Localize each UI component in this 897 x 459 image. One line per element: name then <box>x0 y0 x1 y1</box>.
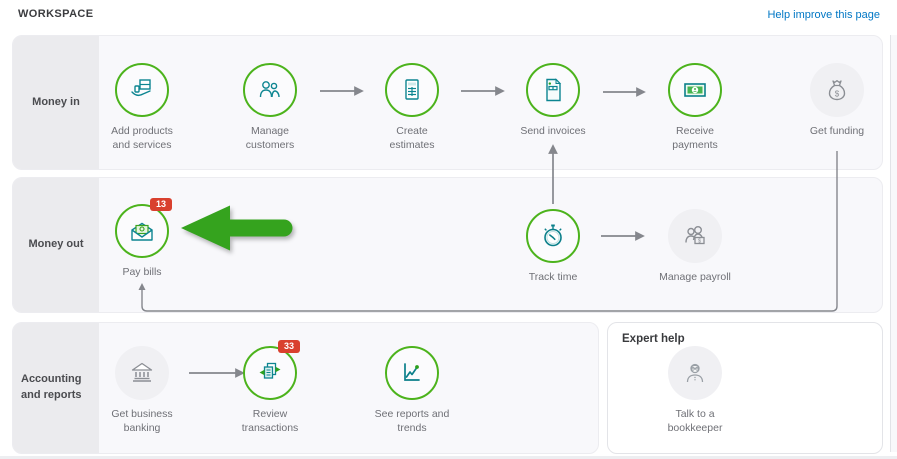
node-label: Receive payments <box>672 125 718 152</box>
two-people-icon <box>259 81 280 98</box>
help-improve-link[interactable]: Help improve this page <box>767 9 880 21</box>
node-label: Create estimates <box>389 125 435 152</box>
node-circle: $ <box>810 63 864 117</box>
bill-envelope-icon <box>131 222 153 241</box>
transactions-docs-icon <box>259 362 281 379</box>
estimate-calculator-icon <box>405 79 419 100</box>
node-label: Manage payroll <box>659 271 731 283</box>
node-circle <box>385 63 439 117</box>
node-label: Get funding <box>809 125 865 137</box>
bookkeeper-person-icon <box>686 363 704 383</box>
svg-text:$: $ <box>698 238 701 244</box>
node-track-time[interactable]: Track time <box>493 209 613 284</box>
node-pay-bills[interactable]: 13 Pay bills <box>82 198 202 279</box>
trend-chart-icon <box>404 363 420 381</box>
row-label-money-out: Money out <box>13 178 99 312</box>
node-manage-payroll[interactable]: $ Manage payroll <box>635 209 755 284</box>
node-circle <box>526 209 580 263</box>
page-bottom-divider <box>0 456 897 459</box>
node-circle <box>115 346 169 400</box>
panel-accounting: Accounting and reports <box>12 322 599 454</box>
node-see-reports-and-trends[interactable]: See reports and trends <box>352 346 472 435</box>
node-circle <box>243 346 297 400</box>
products-box-hand-icon <box>131 79 151 97</box>
node-label: Talk to a bookkeeper <box>667 408 723 435</box>
node-talk-to-a-bookkeeper[interactable]: Talk to a bookkeeper <box>635 346 755 435</box>
expert-help-title: Expert help <box>622 333 685 345</box>
node-manage-customers[interactable]: Manage customers <box>210 63 330 152</box>
node-label: Send invoices <box>520 125 586 137</box>
bank-building-icon <box>131 362 153 382</box>
node-label: Manage customers <box>245 125 295 152</box>
node-label: Pay bills <box>122 266 162 278</box>
node-get-business-banking[interactable]: Get business banking <box>82 346 202 435</box>
node-circle: $ <box>668 209 722 263</box>
row-label-money-in: Money in <box>13 36 99 169</box>
panel-expert-help: Expert help <box>607 322 883 454</box>
node-send-invoices[interactable]: Send invoices <box>493 63 613 138</box>
node-add-products-and-services[interactable]: Add products and services <box>82 63 202 152</box>
node-label: Track time <box>528 271 578 283</box>
payroll-people-icon: $ <box>685 225 705 244</box>
adjacent-panel-edge <box>890 35 897 452</box>
node-label: Review transactions <box>241 408 299 435</box>
node-get-funding[interactable]: $ Get funding <box>777 63 897 138</box>
node-circle <box>526 63 580 117</box>
node-circle <box>385 346 439 400</box>
node-receive-payments[interactable]: Receive payments <box>635 63 755 152</box>
node-label: See reports and trends <box>374 408 450 435</box>
node-create-estimates[interactable]: Create estimates <box>352 63 472 152</box>
svg-text:$: $ <box>835 90 840 99</box>
pay-bills-badge: 13 <box>150 198 172 211</box>
invoice-document-icon <box>546 78 562 102</box>
node-circle <box>668 63 722 117</box>
node-label: Get business banking <box>111 408 173 435</box>
page-title: WORKSPACE <box>18 8 94 20</box>
node-label: Add products and services <box>111 125 173 152</box>
banknote-icon <box>684 83 706 97</box>
node-circle <box>115 63 169 117</box>
row-label-accounting: Accounting and reports <box>13 323 99 453</box>
node-circle <box>243 63 297 117</box>
node-review-transactions[interactable]: 33 Review transactions <box>210 340 330 435</box>
node-circle <box>668 346 722 400</box>
money-bag-icon: $ <box>828 80 846 101</box>
stopwatch-icon <box>544 224 562 247</box>
node-circle <box>115 204 169 258</box>
review-transactions-badge: 33 <box>278 340 300 353</box>
